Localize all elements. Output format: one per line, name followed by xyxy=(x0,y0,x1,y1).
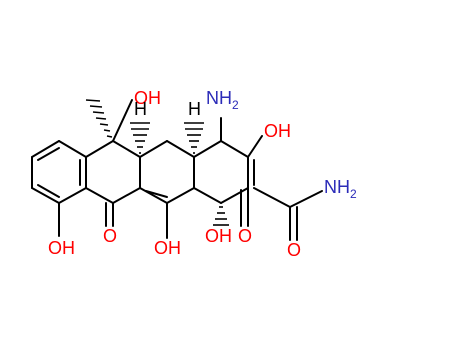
stereo-bonds xyxy=(85,99,229,226)
h-label-c4a: H xyxy=(188,99,201,119)
oh-label-c6: OH xyxy=(134,88,161,108)
atom-labels: OH H H NH2 OH NH2 O OH O OH OH O xyxy=(48,88,357,260)
c5a-h-hashed-bond xyxy=(130,122,150,154)
bond-skeleton xyxy=(31,99,323,241)
c12a-oh-hashed-bond xyxy=(213,206,229,226)
o-label-amide: O xyxy=(287,240,301,260)
h-label-c5a: H xyxy=(134,99,147,119)
oh-label-c10: OH xyxy=(48,238,75,258)
methyl-hashed-bond xyxy=(85,99,113,138)
o-label-c1: O xyxy=(238,226,252,246)
oh-label-c12a: OH xyxy=(205,226,232,246)
nh2-label-c4: NH2 xyxy=(206,88,239,112)
c4a-h-hashed-bond xyxy=(184,122,204,154)
nh2-label-amide: NH2 xyxy=(324,177,357,201)
oh-label-c12: OH xyxy=(154,238,181,258)
o-label-c11: O xyxy=(103,226,117,246)
oh-label-c3: OH xyxy=(264,121,291,141)
